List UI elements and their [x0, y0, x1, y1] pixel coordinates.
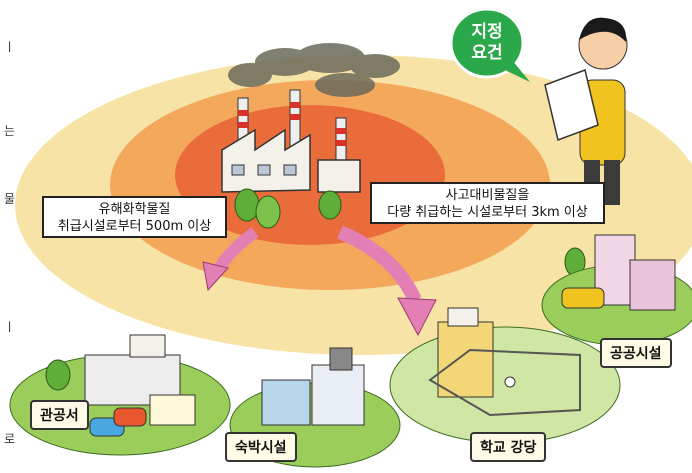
- factory-building: [221, 89, 361, 193]
- person-figure: [544, 17, 628, 205]
- speech-bubble-shape: [449, 7, 530, 82]
- public-office-site: [9, 334, 231, 456]
- edge-text-5: 로: [4, 432, 16, 446]
- right-arrow: [337, 225, 437, 337]
- callout-right-line-2: 다량 취급하는 시설로부터 3km 이상: [387, 205, 588, 220]
- callout-left-line-2: 취급시설로부터 500m 이상: [57, 219, 212, 234]
- speech-bubble-line-2: 요건: [471, 43, 503, 63]
- callout-left: 유해화학물질 취급시설로부터 500m 이상: [42, 196, 227, 238]
- callout-right: 사고대비물질을 다량 취급하는 시설로부터 3km 이상: [370, 182, 605, 224]
- school-site: [389, 307, 621, 444]
- label-lodging: 숙박시설: [225, 432, 297, 462]
- edge-text-1: ㅣ: [4, 40, 16, 54]
- callout-right-line-1: 사고대비물질을: [445, 188, 530, 203]
- public-facility-site: [541, 234, 692, 346]
- callout-left-line-1: 유해화학물질: [98, 202, 171, 217]
- speech-bubble: 지정 요건: [457, 22, 517, 64]
- smoke: [228, 43, 400, 97]
- speech-bubble-line-1: 지정: [471, 22, 503, 42]
- edge-text-3: 물: [4, 192, 16, 206]
- label-public-office: 관공서: [30, 400, 89, 430]
- edge-text-4: ㅣ: [4, 320, 16, 334]
- left-arrow: [202, 227, 259, 292]
- label-public-facility: 공공시설: [600, 338, 672, 368]
- label-school-hall: 학교 강당: [470, 432, 547, 462]
- edge-text-2: 는: [4, 124, 16, 138]
